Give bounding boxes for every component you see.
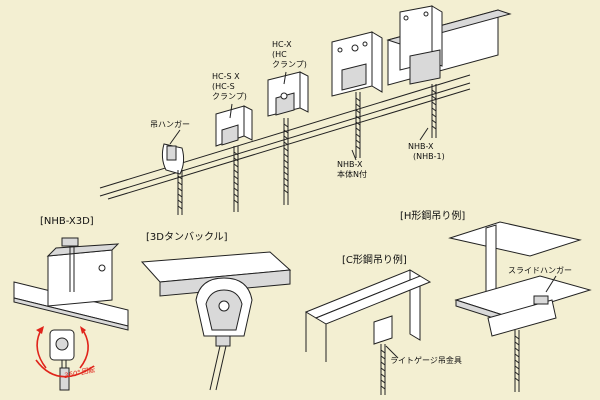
section-title-nhb-x3d: [NHB-X3D] bbox=[40, 216, 94, 227]
section-title-turnbuckle: [3Dタンバックル] bbox=[146, 232, 228, 243]
nhb-x3d-illustration bbox=[13, 237, 129, 391]
c-steel-illustration bbox=[304, 269, 432, 395]
label-nhb1-2: (NHB-1) bbox=[413, 152, 445, 161]
label-hcsx-1: HC-S X bbox=[212, 72, 240, 81]
label-light-gauge: ライトゲージ吊金具 bbox=[390, 356, 462, 365]
hcx-clamp bbox=[267, 71, 309, 205]
label-nhb1-1: NHB-X bbox=[408, 142, 434, 151]
nhbx-body-clamp bbox=[331, 31, 383, 158]
label-nhbx-1: NHB-X bbox=[337, 160, 363, 169]
long-channel-rail bbox=[99, 74, 471, 200]
section-title-h-steel: [H形鋼吊り例] bbox=[400, 211, 466, 222]
label-hcx-1: HC-X bbox=[272, 40, 292, 49]
label-hcsx-2: (HC-S bbox=[212, 82, 235, 91]
label-slide-hanger: スライドハンガー bbox=[508, 266, 572, 275]
turnbuckle-illustration bbox=[140, 251, 292, 391]
hanger-part bbox=[161, 143, 185, 215]
leader-lines bbox=[169, 71, 557, 359]
section-title-c-steel: [C形鋼吊り例] bbox=[342, 255, 407, 266]
label-hcsx-3: クランプ) bbox=[212, 92, 247, 101]
label-hcx-2: (HC bbox=[272, 50, 287, 59]
label-hcx-3: クランプ) bbox=[272, 60, 307, 69]
label-hanger: 吊ハンガー bbox=[150, 120, 190, 129]
nhb1-clamp bbox=[399, 5, 443, 138]
hcsx-clamp bbox=[215, 105, 253, 212]
h-steel-illustration bbox=[448, 221, 592, 392]
label-nhbx-2: 本体N付 bbox=[337, 170, 367, 179]
